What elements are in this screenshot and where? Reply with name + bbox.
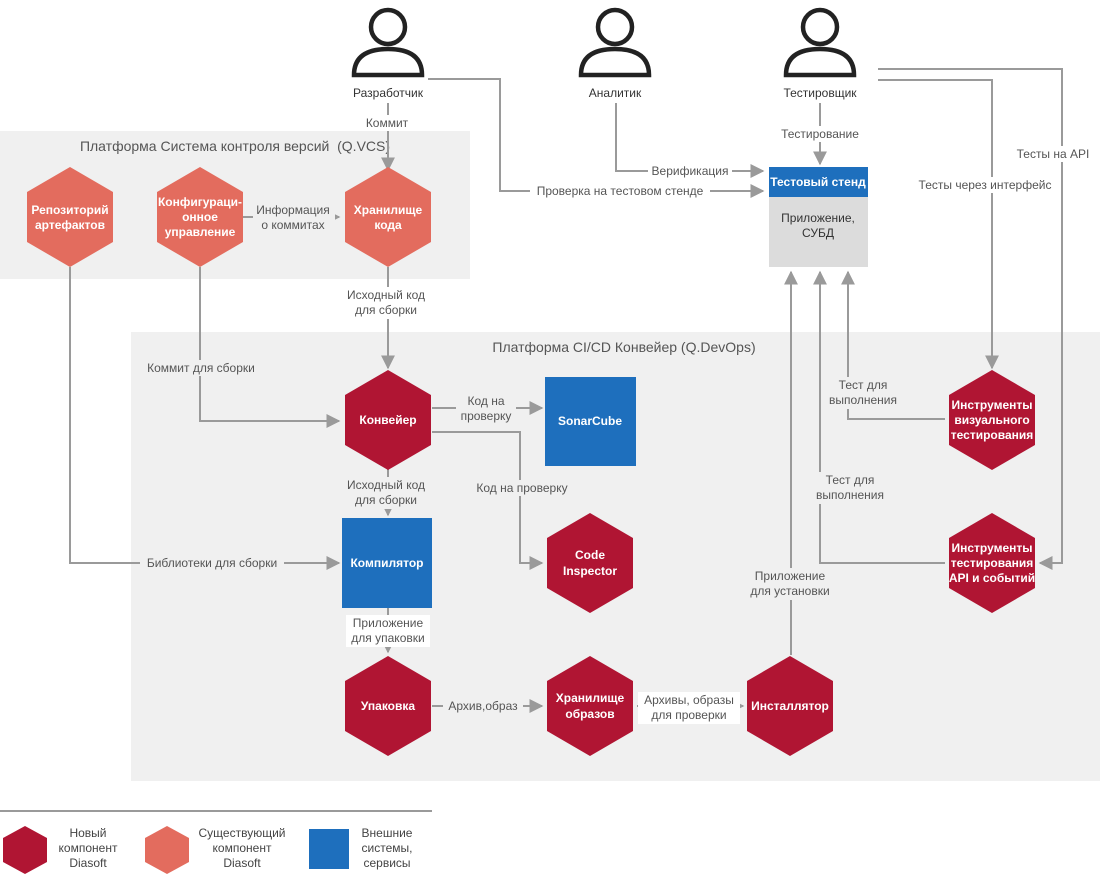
- label-test-exec-1a: Тест для: [839, 378, 888, 392]
- user-icon: [578, 7, 652, 78]
- label-libraries: Библиотеки для сборки: [147, 556, 277, 570]
- cicd-zone-title: Платформа CI/CD Конвейер (Q.DevOps): [492, 339, 755, 355]
- edge-api-tests: [878, 68, 1063, 570]
- label-source-2b: для сборки: [355, 493, 417, 507]
- label-source-2a: Исходный код: [347, 478, 425, 492]
- actor-analyst-label: Аналитик: [589, 86, 642, 100]
- label-verification: Верификация: [652, 164, 729, 178]
- label-sonar-2: проверку: [461, 409, 512, 423]
- svg-text:Конвейер: Конвейер: [359, 413, 416, 427]
- edge-test-exec-2: [813, 270, 945, 564]
- actor-developer-label: Разработчик: [353, 86, 424, 100]
- label-archive: Архив,образ: [448, 699, 518, 713]
- edge-verification: [615, 103, 765, 178]
- node-sonarcube: SonarCube: [545, 377, 636, 466]
- label-commit-for-build: Коммит для сборки: [147, 361, 255, 375]
- edge-labels: Коммит Проверка на тестовом стенде Вериф…: [140, 115, 1094, 724]
- label-archives-check-1: Архивы, образы: [644, 693, 734, 707]
- label-test-exec-2b: выполнения: [816, 488, 884, 502]
- node-compiler: Компилятор: [342, 518, 432, 608]
- test-stand-body: Приложение,СУБД: [781, 211, 855, 240]
- legend-existing-swatch: [145, 826, 189, 874]
- legend-new-swatch: [3, 826, 47, 874]
- node-packaging: Упаковка: [345, 656, 431, 756]
- label-source-1b: для сборки: [355, 303, 417, 317]
- user-icon: [783, 7, 857, 78]
- label-ui-tests: Тесты через интерфейс: [919, 178, 1052, 192]
- label-commit-info-2: о коммитах: [261, 218, 324, 232]
- label-source-1a: Исходный код: [347, 288, 425, 302]
- node-pipeline: Конвейер: [345, 370, 431, 470]
- label-api-tests: Тесты на API: [1017, 147, 1090, 161]
- actor-tester: Тестировщик: [783, 7, 857, 100]
- label-commit: Коммит: [366, 116, 409, 130]
- label-test-exec-1b: выполнения: [829, 393, 897, 407]
- label-inspector: Код на проверку: [476, 481, 567, 495]
- vcs-zone-title: Платформа Система контроля версий (Q.VCS…: [80, 138, 390, 154]
- legend-external-swatch: [309, 829, 349, 869]
- actor-developer: Разработчик: [351, 7, 425, 100]
- label-app-install-2: для установки: [750, 584, 829, 598]
- svg-text:Компилятор: Компилятор: [350, 556, 423, 570]
- actor-analyst: Аналитик: [578, 7, 652, 100]
- edge-inspector: [432, 431, 544, 570]
- label-app-install-1: Приложение: [755, 569, 826, 583]
- edge-commit-for-build: [199, 267, 341, 428]
- svg-text:SonarCube: SonarCube: [558, 414, 622, 428]
- node-test-stand: Тестовый стенд Приложение,СУБД: [769, 167, 868, 267]
- svg-text:Инсталлятор: Инсталлятор: [751, 699, 829, 713]
- label-test-exec-2a: Тест для: [826, 473, 875, 487]
- label-stand-check: Проверка на тестовом стенде: [537, 184, 704, 198]
- label-app-packaging-1: Приложение: [353, 616, 424, 630]
- user-icon: [351, 7, 425, 78]
- label-app-packaging-2: для упаковки: [351, 631, 424, 645]
- label-sonar-1: Код на: [467, 394, 504, 408]
- edge-ui-tests: [878, 79, 999, 370]
- label-archives-check-2: для проверки: [651, 708, 726, 722]
- edge-test-exec-1: [841, 270, 945, 420]
- svg-text:Упаковка: Упаковка: [361, 699, 415, 713]
- label-commit-info-1: Информация: [256, 203, 329, 217]
- test-stand-header: Тестовый стенд: [770, 175, 866, 189]
- node-installer: Инсталлятор: [747, 656, 833, 756]
- actor-tester-label: Тестировщик: [783, 86, 857, 100]
- label-testing: Тестирование: [781, 127, 859, 141]
